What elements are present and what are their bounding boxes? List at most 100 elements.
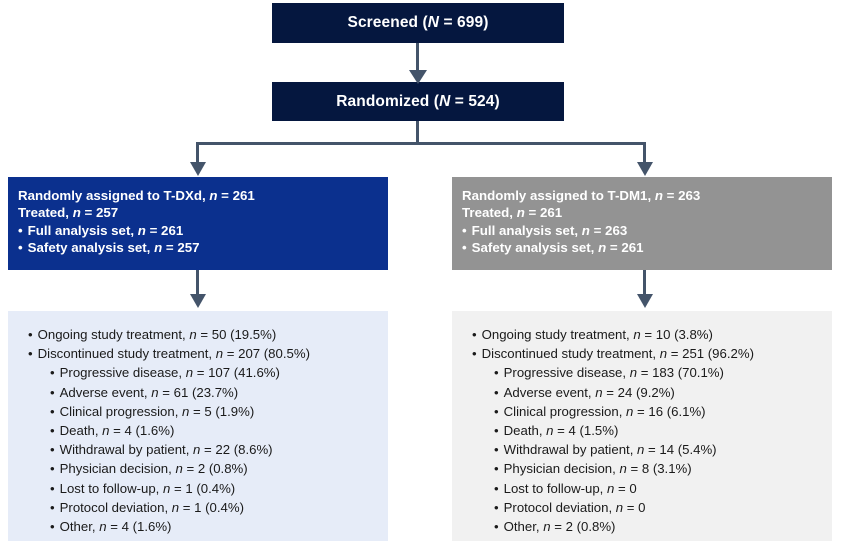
outcome-left-item-6: •Withdrawal by patient, n = 22 (8.6%) (22, 440, 378, 459)
n-symbol: n (151, 384, 159, 400)
n-symbol: n (619, 461, 627, 477)
n-symbol: n (516, 205, 525, 221)
outcome-label: Ongoing study treatment, (481, 327, 634, 342)
connector-left-arm-to-outcomes (196, 270, 199, 299)
bullet-glyph: • (18, 239, 23, 255)
outcome-left-item-2: •Progressive disease, n = 107 (41.6%) (22, 363, 378, 382)
outcome-right-item-1: •Discontinued study treatment, n = 251 (… (466, 344, 822, 363)
outcome-value: = 10 (3.8%) (640, 327, 713, 342)
outcome-label: Withdrawal by patient, (503, 442, 638, 458)
arm-right-line-0: Randomly assigned to T-DM1, n = 263 (462, 188, 701, 203)
n-symbol: n (102, 423, 110, 439)
n-symbol: n (543, 519, 551, 535)
bullet-glyph: • (50, 365, 55, 381)
outcome-label: Discontinued study treatment, (37, 346, 216, 362)
n-symbol: n (72, 205, 81, 221)
outcome-right-item-8: •Lost to follow-up, n = 0 (466, 479, 822, 498)
n-symbol: n (175, 461, 183, 477)
bullet-glyph: • (494, 365, 499, 381)
outcome-label: Protocol deviation, (503, 499, 616, 515)
arm-right-line-2: •Full analysis set, n = 263 (462, 222, 628, 238)
outcome-label: Adverse event, (503, 384, 596, 400)
n-symbol: n (209, 188, 218, 203)
outcome-right-item-2: •Progressive disease, n = 183 (70.1%) (466, 363, 822, 382)
outcome-right-item-7: •Physician decision, n = 8 (3.1%) (466, 459, 822, 478)
outcome-value: = 16 (6.1%) (633, 403, 706, 419)
n-symbol: n (215, 346, 224, 362)
outcome-value: = 1 (0.4%) (179, 499, 245, 515)
outcome-label: Clinical progression, (503, 403, 627, 419)
outcome-value: = 14 (5.4%) (644, 442, 717, 458)
outcome-label: Progressive disease, (59, 365, 186, 381)
outcome-label: Lost to follow-up, (59, 480, 163, 496)
outcome-left-item-8: •Lost to follow-up, n = 1 (0.4%) (22, 479, 378, 498)
n-symbol: n (171, 499, 180, 515)
n-symbol: n (629, 365, 638, 381)
bullet-glyph: • (494, 461, 499, 477)
bullet-glyph: • (50, 499, 55, 515)
outcome-right-item-4: •Clinical progression, n = 16 (6.1%) (466, 402, 822, 421)
arm-right-line-3: •Safety analysis set, n = 261 (462, 239, 644, 255)
outcome-value: = 5 (1.9%) (189, 403, 255, 419)
outcome-left-item-10: •Other, n = 4 (1.6%) (22, 517, 378, 536)
bullet-glyph: • (494, 442, 499, 458)
n-symbol: n (637, 442, 645, 458)
arrowhead-to-right-arm (637, 162, 653, 176)
n-symbol: N (439, 92, 451, 110)
n-symbol: n (633, 327, 641, 342)
bullet-glyph: • (50, 403, 55, 419)
arm-left-line-1: Treated, n = 257 (18, 205, 119, 221)
outcome-right-item-5: •Death, n = 4 (1.5%) (466, 421, 822, 440)
outcome-value: = 1 (0.4%) (170, 480, 236, 496)
n-symbol: n (193, 442, 201, 458)
bullet-glyph: • (18, 222, 23, 238)
connector-split-left-drop (196, 142, 199, 166)
outcome-value: = 61 (23.7%) (158, 384, 239, 400)
outcome-value: = 251 (96.2%) (667, 346, 754, 362)
n-symbol: n (99, 519, 107, 535)
bullet-glyph: • (494, 519, 499, 535)
outcome-value: = 4 (1.5%) (553, 423, 619, 439)
outcome-value: = 0 (614, 480, 637, 496)
outcome-label: Other, (59, 519, 100, 535)
outcome-value: = 183 (70.1%) (637, 365, 724, 381)
n-symbol: n (162, 480, 171, 496)
bullet-glyph: • (494, 384, 499, 400)
outcome-left-item-3: •Adverse event, n = 61 (23.7%) (22, 383, 378, 402)
bullet-glyph: • (50, 461, 55, 477)
bullet-glyph: • (50, 519, 55, 535)
outcome-left-item-4: •Clinical progression, n = 5 (1.9%) (22, 402, 378, 421)
arm-right-line-1: Treated, n = 261 (462, 205, 563, 221)
connector-split-right-drop (643, 142, 646, 166)
bullet-glyph: • (50, 480, 55, 496)
outcome-label: Lost to follow-up, (503, 480, 607, 496)
arrowhead-screened-to-randomized (409, 70, 427, 84)
outcome-label: Withdrawal by patient, (59, 442, 194, 458)
bullet-glyph: • (50, 384, 55, 400)
outcome-right-item-6: •Withdrawal by patient, n = 14 (5.4%) (466, 440, 822, 459)
outcome-right-item-3: •Adverse event, n = 24 (9.2%) (466, 383, 822, 402)
bullet-glyph: • (494, 480, 499, 496)
connector-randomized-stem (416, 121, 419, 144)
connector-right-arm-to-outcomes (643, 270, 646, 299)
outcome-left-item-9: •Protocol deviation, n = 1 (0.4%) (22, 498, 378, 517)
arrowhead-to-left-arm (190, 162, 206, 176)
outcome-value: = 2 (0.8%) (182, 461, 248, 477)
bullet-glyph: • (50, 442, 55, 458)
connector-screened-to-randomized (416, 43, 419, 74)
bullet-glyph: • (28, 327, 33, 342)
outcome-label: Ongoing study treatment, (37, 327, 190, 342)
arm-box-right: Randomly assigned to T-DM1, n = 263 Trea… (452, 177, 832, 270)
arrowhead-left-outcomes (190, 294, 206, 308)
n-symbol: N (427, 14, 440, 31)
n-symbol: n (581, 222, 590, 238)
outcome-label: Clinical progression, (59, 403, 183, 419)
bullet-glyph: • (472, 327, 477, 342)
outcome-right-item-10: •Other, n = 2 (0.8%) (466, 517, 822, 536)
outcome-value: = 207 (80.5%) (223, 346, 310, 362)
outcome-value: = 8 (3.1%) (626, 461, 692, 477)
outcome-label: Physician decision, (503, 461, 620, 477)
outcome-panel-right: • Ongoing study treatment, n = 10 (3.8%) •… (452, 311, 832, 541)
outcome-left-item-7: •Physician decision, n = 2 (0.8%) (22, 459, 378, 478)
screened-box: Screened (N = 699) (272, 3, 564, 43)
